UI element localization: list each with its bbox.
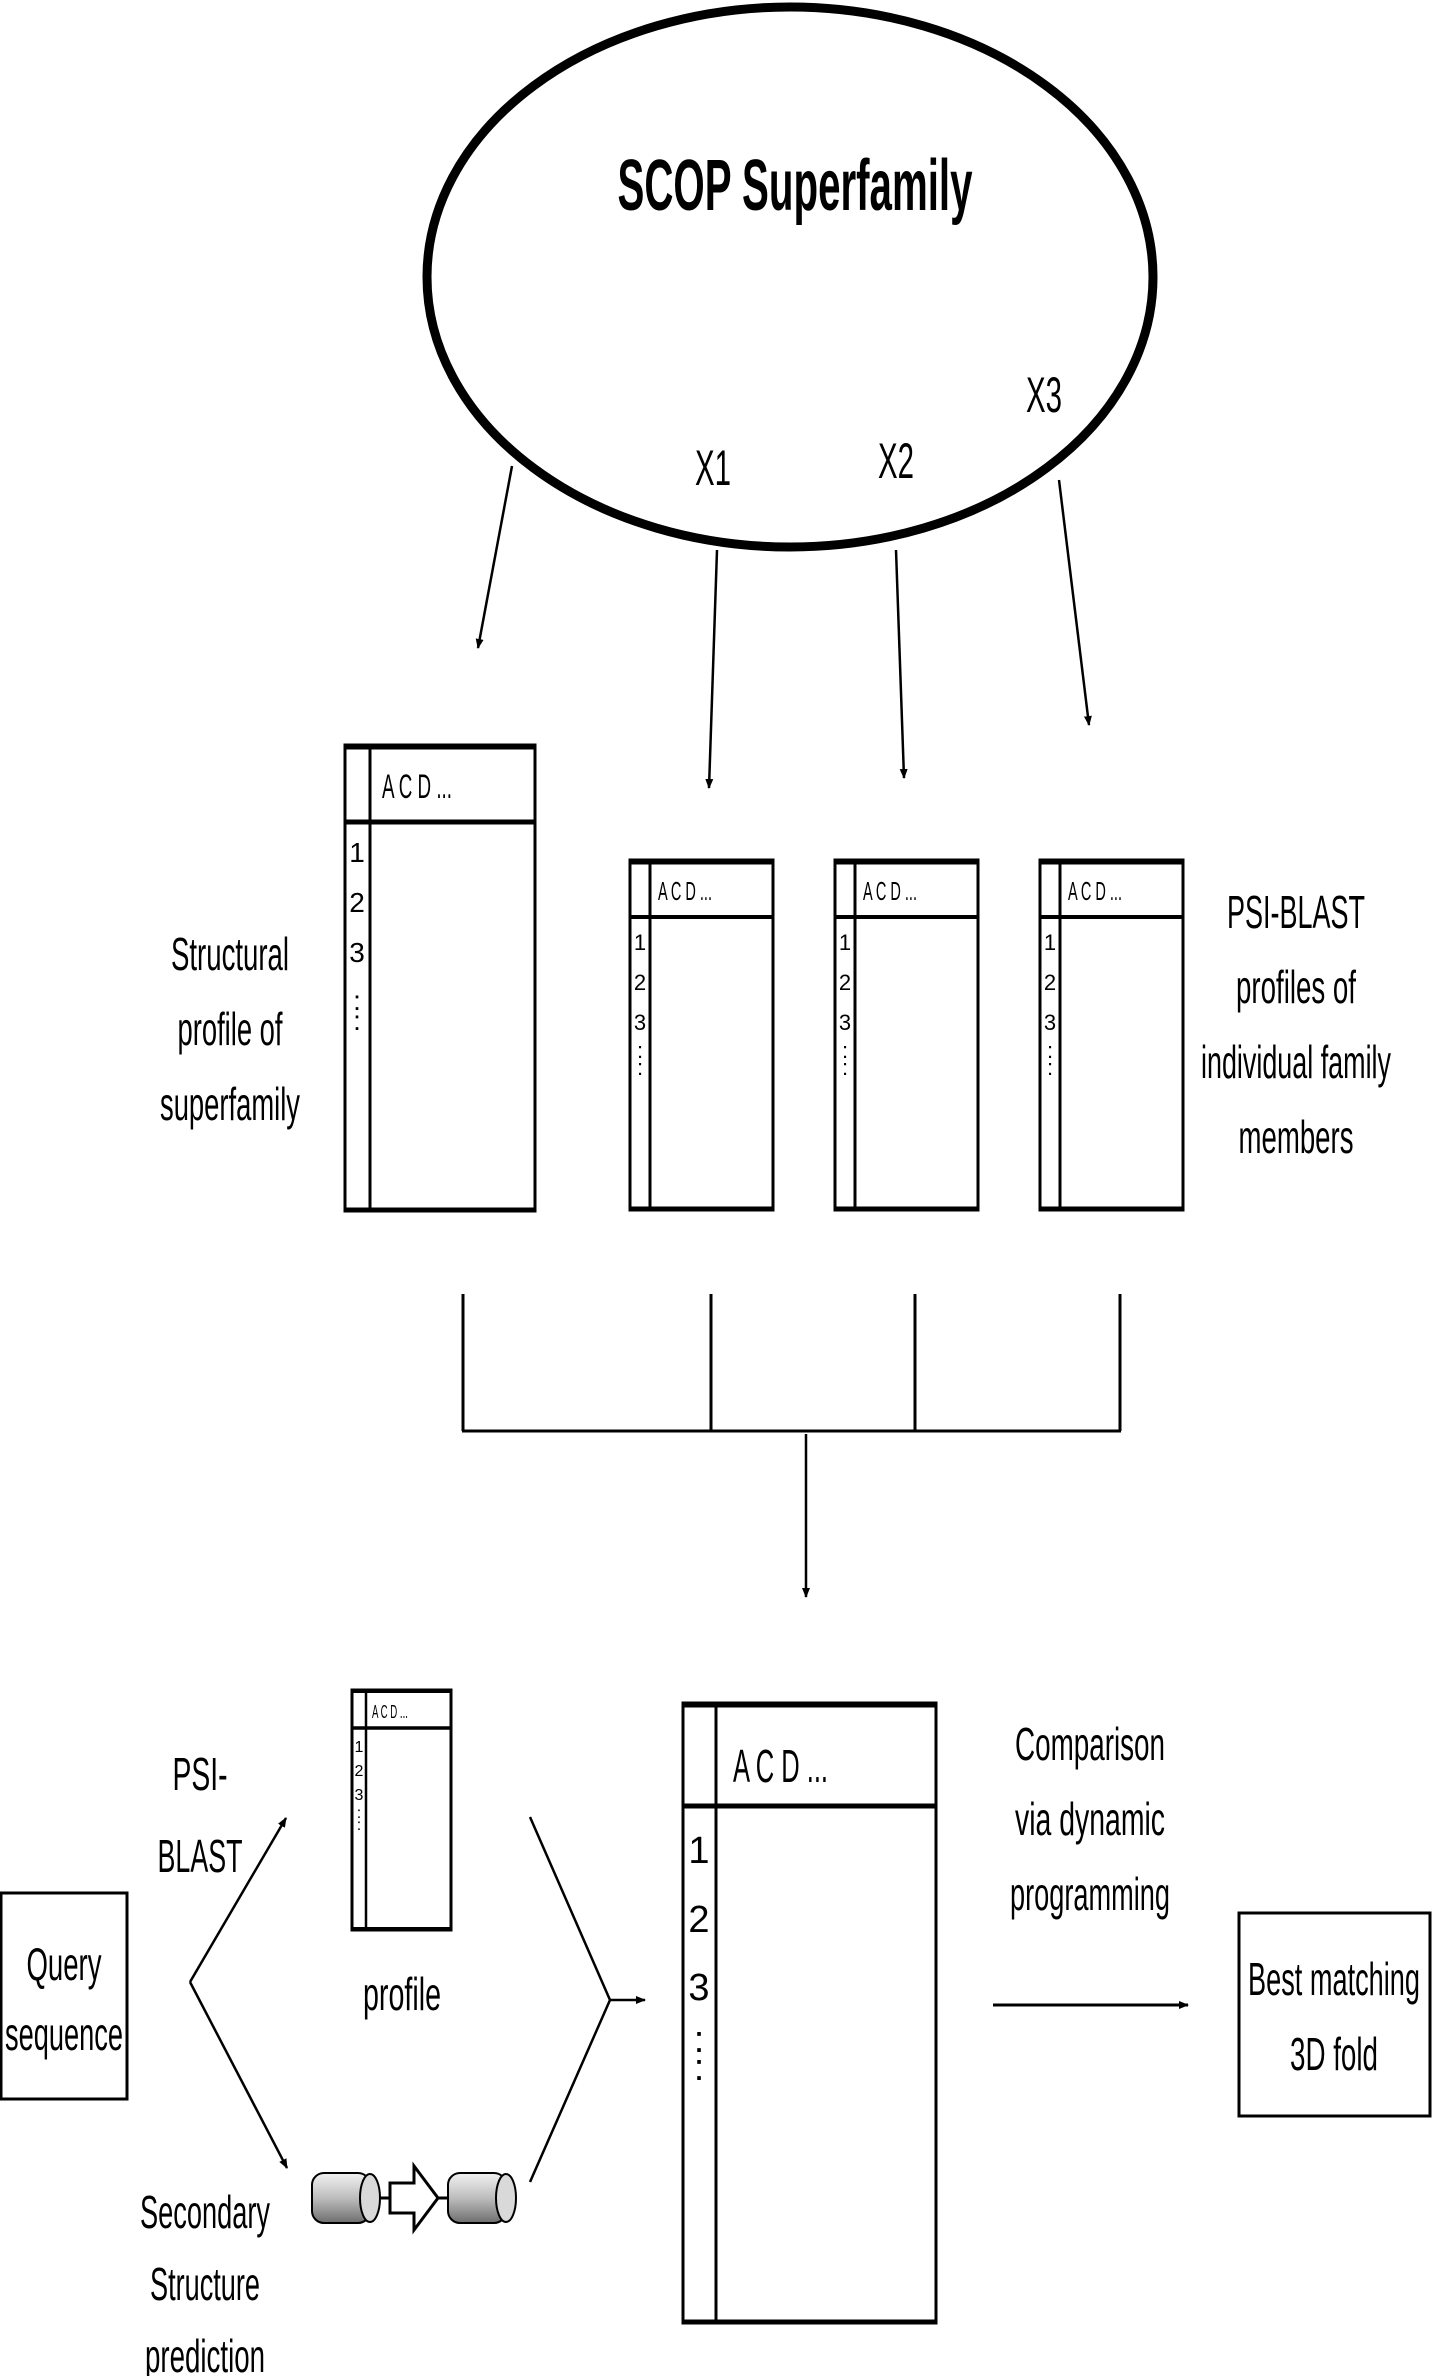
label-line: individual family	[1201, 1036, 1391, 1088]
label-line: 3D fold	[1290, 2028, 1378, 2080]
arrow-x1-to-profile	[705, 549, 719, 789]
row-label: :	[353, 985, 361, 1016]
matrix-header: A C D ...	[382, 768, 452, 806]
member-profile-matrix: A C D ... 1 2 3 : :	[628, 858, 775, 1212]
label-line: programming	[1010, 1868, 1170, 1920]
label-line: via dynamic	[1015, 1793, 1165, 1845]
final-profile-matrix: A C D ... 1 2 3 : :	[681, 1701, 938, 2325]
secondary-structure-label: Secondary Structure prediction	[140, 2186, 270, 2376]
matrix-header: A C D ...	[863, 876, 917, 906]
matrix-header: A C D ...	[372, 1702, 408, 1722]
arrow-to-secondary-structure	[188, 1981, 289, 2169]
member-profile-matrix: A C D ... 1 2 3 : :	[1038, 858, 1185, 1212]
row-label: :	[842, 1055, 848, 1080]
row-label: :	[842, 1038, 848, 1063]
row-label: :	[1047, 1038, 1053, 1063]
member-label-x2: X2	[878, 433, 914, 489]
label-line: profiles of	[1236, 961, 1356, 1013]
best-match-box: Best matching 3D fold	[1237, 1911, 1432, 2118]
row-label: 3	[1044, 1010, 1056, 1035]
profile-label: profile	[363, 1968, 441, 2020]
row-label: :	[694, 2047, 705, 2089]
matrix-header: A C D ...	[658, 876, 712, 906]
matrix-header: A C D ...	[733, 1740, 828, 1792]
row-label: 2	[839, 970, 851, 995]
row-label: 2	[634, 970, 646, 995]
combine-bracket	[461, 1294, 1122, 1433]
label-line: Query	[27, 1938, 102, 1990]
member-label-x1: X1	[695, 440, 731, 496]
query-sequence-box: Query sequence	[0, 1891, 129, 2101]
arrow-superfamily-to-structural	[475, 465, 514, 649]
matrix-header: A C D ...	[1068, 876, 1122, 906]
row-label: 2	[355, 1763, 364, 1780]
member-label-x3: X3	[1026, 367, 1062, 423]
label-line: Best matching	[1248, 1953, 1420, 2005]
label-line: Structural	[171, 928, 289, 980]
row-label: 1	[634, 930, 646, 955]
structural-profile-label: Structural profile of superfamily	[160, 928, 300, 1130]
label-line: prediction	[145, 2330, 265, 2376]
member-profile-matrix: A C D ... 1 2 3 : :	[833, 858, 980, 1212]
row-label: :	[353, 1005, 361, 1036]
row-label: 2	[688, 1899, 709, 1941]
secondary-structure-icon	[311, 2161, 517, 2235]
psi-blast-label: BLAST	[158, 1830, 243, 1882]
row-label: 3	[349, 937, 365, 968]
arrow-x3-to-profile	[1057, 479, 1092, 726]
row-label: :	[357, 1817, 361, 1834]
arrow-x2-to-profile	[894, 549, 908, 779]
merge-lines	[528, 1816, 612, 2183]
row-label: 1	[839, 930, 851, 955]
label-line: Comparison	[1015, 1718, 1165, 1770]
row-label: 1	[688, 1830, 709, 1872]
superfamily-title: SCOP Superfamily	[618, 146, 973, 226]
row-label: 3	[839, 1010, 851, 1035]
psi-blast-label: PSI-	[173, 1748, 228, 1800]
row-label: 1	[355, 1739, 364, 1756]
row-label: 3	[634, 1010, 646, 1035]
query-profile-matrix: A C D ... 1 2 3 : :	[350, 1688, 453, 1932]
label-line: Structure	[150, 2258, 260, 2310]
row-label: 2	[1044, 970, 1056, 995]
label-line: sequence	[5, 2008, 123, 2060]
label-line: Secondary	[140, 2186, 270, 2238]
superfamily-ellipse	[422, 2, 1158, 552]
row-label: 3	[355, 1787, 364, 1804]
row-label: :	[637, 1055, 643, 1080]
row-label: :	[637, 1038, 643, 1063]
row-label: 1	[1044, 930, 1056, 955]
label-line: members	[1239, 1111, 1354, 1163]
structural-profile-matrix: A C D ... 1 2 3 : :	[343, 743, 537, 1213]
row-label: :	[357, 1805, 361, 1822]
row-label: 2	[349, 887, 365, 918]
comparison-label: Comparison via dynamic programming	[1010, 1718, 1170, 1920]
psi-blast-profiles-label: PSI-BLAST profiles of individual family …	[1201, 886, 1391, 1163]
label-line: profile of	[178, 1003, 283, 1055]
row-label: :	[1047, 1055, 1053, 1080]
row-label: 3	[688, 1967, 709, 2009]
row-label: 1	[349, 837, 365, 868]
arrow-to-psi-blast	[188, 1817, 288, 1983]
label-line: PSI-BLAST	[1227, 886, 1365, 938]
row-label: :	[694, 2019, 705, 2061]
label-line: superfamily	[160, 1078, 300, 1130]
